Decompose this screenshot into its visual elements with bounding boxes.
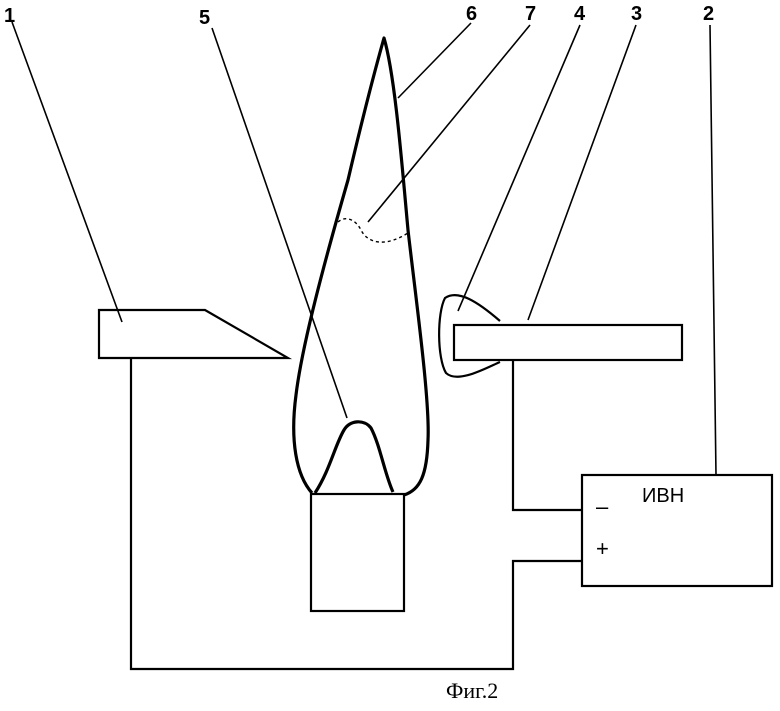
figure-caption: Фиг.2	[446, 678, 498, 703]
plus-terminal-sign: +	[596, 536, 609, 561]
callout-5: 5	[199, 7, 210, 29]
outer-flame	[294, 38, 428, 495]
left-electrode	[99, 310, 288, 358]
power-supply-label: ИВН	[642, 485, 684, 507]
leader-line-7	[368, 25, 530, 222]
leader-line-5	[212, 28, 347, 418]
burner-block	[311, 494, 404, 611]
callout-7: 7	[525, 3, 536, 25]
leader-line-6	[398, 23, 471, 98]
inner-flame-cone	[315, 422, 393, 493]
minus-terminal-sign: –	[596, 494, 609, 519]
callout-4: 4	[574, 3, 586, 25]
wire-left-electrode-to-plus	[131, 358, 582, 669]
right-electrode	[454, 325, 682, 360]
leader-line-3	[528, 25, 636, 320]
dashed-zone-line	[338, 219, 408, 242]
callout-3: 3	[631, 3, 642, 25]
callout-6: 6	[466, 3, 477, 25]
leader-line-4	[458, 25, 580, 311]
electrode-tip-deposit	[439, 295, 500, 377]
leader-line-1	[12, 22, 122, 322]
leader-line-2	[710, 25, 716, 475]
callout-1: 1	[4, 5, 15, 27]
wire-right-electrode-to-minus	[513, 360, 582, 510]
callout-2: 2	[703, 3, 714, 25]
